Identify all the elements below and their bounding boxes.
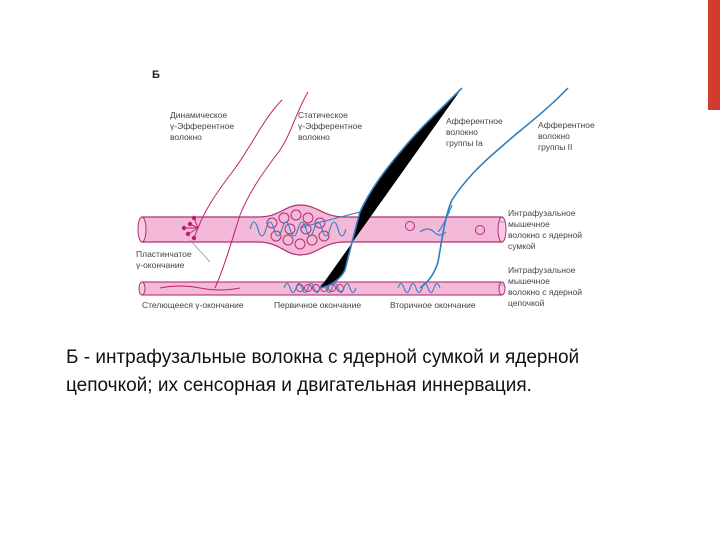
label-plate-ending: Пластинчатое γ-окончание [136, 249, 194, 270]
afferent-ia-nerve [319, 87, 463, 289]
label-dynamic-gamma: Динамическое γ-Эфферентное волокно [170, 110, 236, 142]
label-trail-ending: Стелющееся γ-окончание [142, 300, 244, 310]
panel-letter: Б [152, 69, 160, 81]
figure-caption: Б - интрафузальные волокна с ядерной сум… [66, 347, 580, 396]
trail-ending [159, 285, 241, 291]
static-gamma-nerve [214, 91, 309, 289]
chain-secondary-spiral [397, 282, 441, 294]
label-chain-fiber: Интрафузальное мышечное волокно с ядерно… [508, 265, 584, 308]
accent-bar [708, 0, 720, 110]
label-primary-ending: Первичное окончание [274, 300, 361, 310]
label-secondary-ending: Вторичное окончание [390, 300, 476, 310]
label-bag-fiber: Интрафузальное мышечное волокно с ядерно… [508, 208, 584, 251]
spindle-diagram: Б Динамическое γ-Эф [136, 69, 597, 310]
label-afferent-ii: Афферентное волокно группы II [538, 120, 597, 152]
label-static-gamma: Статическое γ-Эфферентное волокно [298, 110, 364, 142]
bag-nuclei [266, 209, 485, 250]
plate-ending [181, 215, 197, 241]
bag-primary-spiral [249, 221, 347, 237]
afferent-ii-nerve [419, 87, 569, 289]
label-afferent-ia: Афферентное волокно группы Ia [446, 116, 505, 148]
dynamic-gamma-nerve [197, 99, 283, 229]
